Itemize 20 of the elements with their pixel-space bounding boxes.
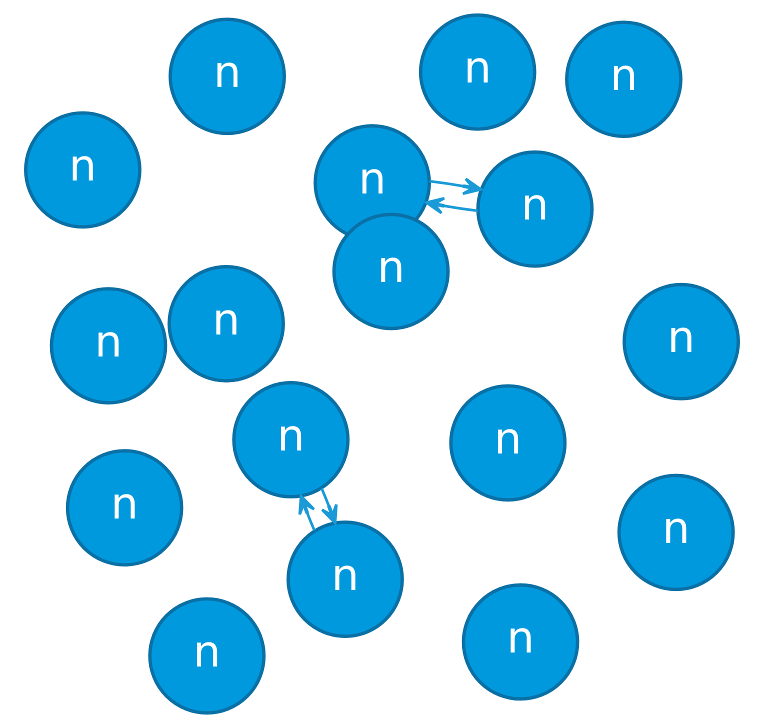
node-circle: n xyxy=(461,583,579,701)
node-circle: n xyxy=(65,449,183,567)
arrow xyxy=(298,494,316,532)
node-circle: n xyxy=(564,20,682,138)
node-circle: n xyxy=(232,381,350,498)
arrow xyxy=(424,196,478,214)
node-circle: n xyxy=(286,520,404,638)
node-circle: n xyxy=(622,282,740,400)
node-circle: n xyxy=(167,265,284,382)
node-circle: n xyxy=(332,212,450,330)
node-circle: n xyxy=(418,13,536,131)
node-circle: n xyxy=(24,111,141,229)
node-circle: n xyxy=(148,597,266,715)
node-circle: n xyxy=(616,474,734,592)
arrow xyxy=(320,488,338,524)
node-circle: n xyxy=(49,287,167,404)
node-circle: n xyxy=(168,18,286,136)
arrow xyxy=(428,178,482,196)
node-circle: n xyxy=(476,150,594,268)
node-circle: n xyxy=(448,384,566,502)
